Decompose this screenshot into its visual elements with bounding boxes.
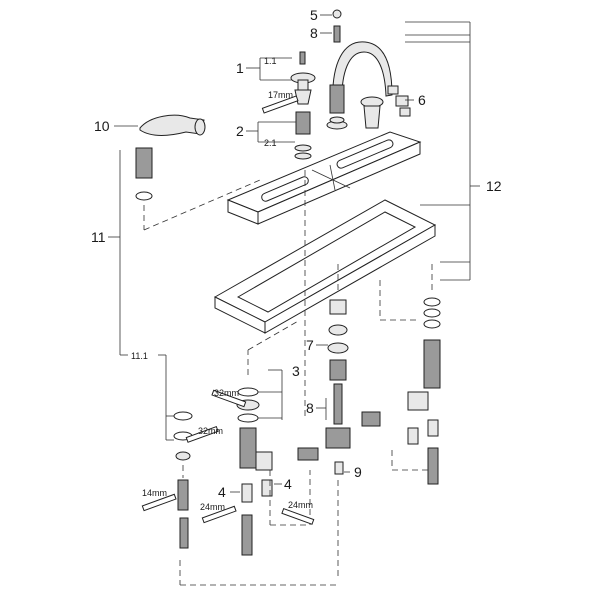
callout-leaders: [108, 14, 480, 493]
valve-body-right: [407, 297, 441, 411]
wrench-size-32mm-lower: 32mm: [198, 426, 223, 436]
wrench-icon: [185, 426, 219, 443]
wrench-size-24mm-right: 24mm: [288, 500, 313, 510]
callout-1: 1: [236, 60, 244, 76]
wrench-24mm-left: 24mm: [200, 502, 237, 524]
wrench-size-14mm: 14mm: [142, 488, 167, 498]
wrench-icon: [141, 493, 177, 512]
wrench-14mm: 14mm: [141, 488, 177, 512]
spout: [326, 9, 393, 130]
callout-2: 2: [236, 123, 244, 139]
diverter-assembly: [325, 299, 351, 449]
wrench-17mm: 17mm: [261, 90, 299, 114]
callout-1-1: 1.1: [264, 56, 277, 66]
callout-5: 5: [310, 7, 318, 23]
callout-11: 11: [91, 229, 106, 245]
assembly-guide-lines: [143, 170, 433, 586]
callout-8-lower: 8: [306, 400, 314, 416]
top-mounting-plate: [226, 131, 422, 225]
wrench-size-17mm: 17mm: [268, 90, 293, 100]
callout-11-1: 11.1: [131, 351, 148, 361]
wrench-size-32mm-upper: 32mm: [214, 388, 239, 398]
lower-mounting-frame: [213, 199, 437, 334]
wrench-32mm-upper: 32mm: [211, 388, 247, 408]
bottom-fittings: [173, 411, 439, 556]
callout-9: 9: [354, 464, 362, 480]
wrench-icon: [211, 389, 247, 408]
callout-3: 3: [292, 363, 300, 379]
cross-handle-left: [290, 51, 316, 105]
callout-7: 7: [306, 337, 314, 353]
callout-labels: 1 1.1 2 2.1 3 4 4 5 6 7 8 8 9 10 11 11.1…: [91, 7, 502, 500]
wrench-24mm-right: 24mm: [281, 500, 315, 525]
cross-handle-right: [360, 96, 384, 129]
callout-4-left: 4: [218, 484, 226, 500]
wrench-size-24mm-left: 24mm: [200, 502, 225, 512]
callout-6: 6: [418, 92, 426, 108]
aerator-set: [387, 85, 411, 117]
cartridge-left: [294, 111, 312, 160]
callout-10: 10: [94, 118, 110, 134]
wrench-32mm-lower: 32mm: [185, 426, 223, 443]
wrench-icon: [281, 508, 315, 525]
wrench-icon: [261, 95, 299, 114]
hand-shower: [135, 114, 206, 201]
callout-12: 12: [486, 178, 502, 194]
callout-4-right: 4: [284, 476, 292, 492]
callout-2-1: 2.1: [264, 138, 277, 148]
wrench-icon: [201, 505, 237, 524]
callout-8-top: 8: [310, 25, 318, 41]
